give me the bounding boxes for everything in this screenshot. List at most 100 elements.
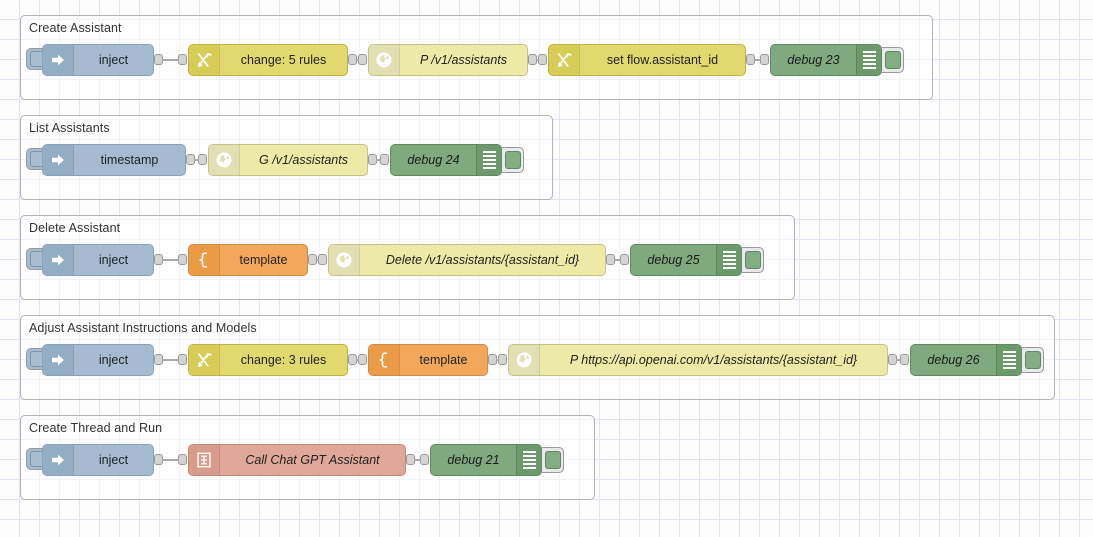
node-input-port[interactable]	[380, 154, 389, 165]
node-template-adjust-assistant-2[interactable]: template	[368, 344, 488, 376]
brace-icon	[375, 351, 393, 369]
debug-line	[862, 63, 876, 65]
flow-wire[interactable]	[162, 259, 179, 261]
flow-wire[interactable]	[376, 159, 381, 161]
node-debug-create-assistant-4[interactable]: debug 23	[770, 44, 882, 76]
debug-line	[1002, 355, 1016, 357]
debug-enable-toggle[interactable]	[502, 147, 524, 173]
node-input-port[interactable]	[498, 354, 507, 365]
flow-wire[interactable]	[614, 259, 621, 261]
flow-wire[interactable]	[754, 59, 761, 61]
debug-enable-toggle[interactable]	[882, 47, 904, 73]
shuffle-icon	[195, 51, 213, 69]
debug-line	[862, 51, 876, 53]
node-label: change: 3 rules	[240, 353, 327, 367]
debug-toggle-face	[884, 51, 901, 69]
node-debug-create-thread-and-run-2[interactable]: debug 21	[430, 444, 542, 476]
node-http-delete-assistant-2[interactable]: Delete /v1/assistants/{assistant_id}	[328, 244, 606, 276]
debug-lines-icon	[856, 45, 881, 75]
node-http-create-assistant-2[interactable]: P /v1/assistants	[368, 44, 528, 76]
globe-icon	[515, 351, 533, 369]
node-label: P /v1/assistants	[419, 53, 508, 67]
flow-wire[interactable]	[536, 59, 539, 61]
node-input-port[interactable]	[538, 54, 547, 65]
debug-line	[862, 55, 876, 57]
node-input-port[interactable]	[198, 154, 207, 165]
debug-line	[722, 267, 736, 269]
node-input-port[interactable]	[318, 254, 327, 265]
arrow-right-icon	[49, 451, 67, 469]
flow-wire[interactable]	[356, 359, 359, 361]
node-http-list-assistants-1[interactable]: G /v1/assistants	[208, 144, 368, 176]
debug-line	[1002, 351, 1016, 353]
debug-line	[1002, 359, 1016, 361]
debug-line	[522, 467, 536, 469]
debug-enable-toggle[interactable]	[1022, 347, 1044, 373]
node-icon-container	[43, 145, 74, 175]
brace-icon	[195, 251, 213, 269]
globe-icon	[335, 251, 353, 269]
node-input-port[interactable]	[178, 354, 187, 365]
node-label: template	[239, 253, 288, 267]
flow-wire[interactable]	[162, 59, 179, 61]
flow-wire[interactable]	[194, 159, 199, 161]
arrow-right-icon	[49, 151, 67, 169]
node-change-adjust-assistant-1[interactable]: change: 3 rules	[188, 344, 348, 376]
node-change-create-assistant-1[interactable]: change: 5 rules	[188, 44, 348, 76]
node-input-port[interactable]	[358, 54, 367, 65]
inject-trigger-button[interactable]	[26, 248, 46, 270]
debug-line	[722, 251, 736, 253]
node-change-create-assistant-3[interactable]: set flow.assistant_id	[548, 44, 746, 76]
node-icon-container	[43, 245, 74, 275]
debug-enable-toggle[interactable]	[542, 447, 564, 473]
node-input-port[interactable]	[178, 254, 187, 265]
node-icon-container	[369, 345, 400, 375]
shuffle-icon	[195, 351, 213, 369]
node-inject-create-assistant-0[interactable]: inject	[42, 44, 154, 76]
globe-icon	[215, 151, 233, 169]
debug-line	[482, 167, 496, 169]
node-label: P https://api.openai.com/v1/assistants/{…	[569, 353, 858, 367]
flow-wire[interactable]	[896, 359, 901, 361]
debug-toggle-face	[544, 451, 561, 469]
globe-icon	[375, 51, 393, 69]
node-fn-create-thread-and-run-1[interactable]: Call Chat GPT Assistant	[188, 444, 406, 476]
node-input-port[interactable]	[358, 354, 367, 365]
flow-wire[interactable]	[356, 59, 359, 61]
node-label: Call Chat GPT Assistant	[245, 453, 380, 467]
node-debug-list-assistants-2[interactable]: debug 24	[390, 144, 502, 176]
function-icon	[195, 451, 213, 469]
node-label: debug 25	[647, 253, 700, 267]
node-input-port[interactable]	[420, 454, 429, 465]
node-debug-delete-assistant-3[interactable]: debug 25	[630, 244, 742, 276]
debug-line	[522, 459, 536, 461]
node-inject-create-thread-and-run-0[interactable]: inject	[42, 444, 154, 476]
node-input-port[interactable]	[760, 54, 769, 65]
inject-trigger-button[interactable]	[26, 48, 46, 70]
node-inject-adjust-assistant-0[interactable]: inject	[42, 344, 154, 376]
debug-enable-toggle[interactable]	[742, 247, 764, 273]
flow-wire[interactable]	[162, 359, 179, 361]
inject-trigger-button[interactable]	[26, 148, 46, 170]
flow-wire[interactable]	[496, 359, 499, 361]
node-http-adjust-assistant-3[interactable]: P https://api.openai.com/v1/assistants/{…	[508, 344, 888, 376]
flow-wire[interactable]	[414, 459, 421, 461]
inject-trigger-button[interactable]	[26, 348, 46, 370]
arrow-right-icon	[49, 251, 67, 269]
node-input-port[interactable]	[900, 354, 909, 365]
debug-lines-icon	[516, 445, 541, 475]
group-label: Create Thread and Run	[29, 421, 163, 435]
node-input-port[interactable]	[178, 54, 187, 65]
node-input-port[interactable]	[178, 454, 187, 465]
flow-wire[interactable]	[162, 459, 179, 461]
shuffle-icon	[555, 51, 573, 69]
node-inject-delete-assistant-0[interactable]: inject	[42, 244, 154, 276]
node-label: inject	[98, 353, 129, 367]
node-input-port[interactable]	[620, 254, 629, 265]
node-inject-list-assistants-0[interactable]: timestamp	[42, 144, 186, 176]
node-debug-adjust-assistant-4[interactable]: debug 26	[910, 344, 1022, 376]
debug-line	[522, 455, 536, 457]
node-template-delete-assistant-1[interactable]: template	[188, 244, 308, 276]
flow-wire[interactable]	[316, 259, 319, 261]
